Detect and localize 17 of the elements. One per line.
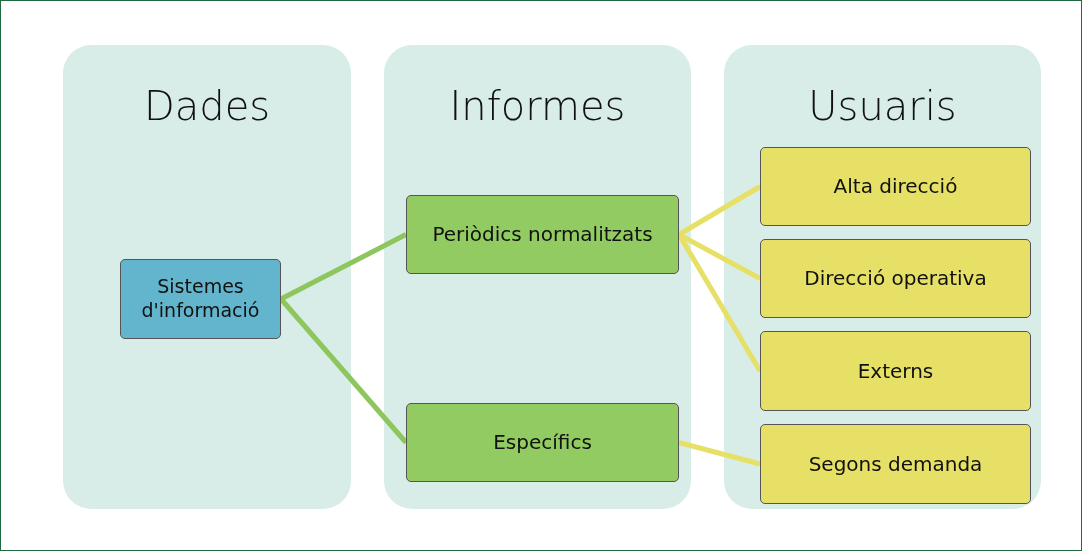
connector-line (279, 232, 408, 302)
process-box: Alta direcció (760, 147, 1031, 226)
column-panel (63, 45, 351, 509)
column-heading: Informes (448, 83, 627, 129)
process-box: Segons demanda (760, 424, 1031, 504)
column-heading: Usuaris (807, 83, 958, 129)
process-box: Externs (760, 331, 1031, 411)
process-box: Específics (406, 403, 679, 482)
process-box: Sistemes d'informació (120, 259, 281, 339)
column-panel (384, 45, 691, 509)
connector-line (678, 440, 761, 467)
column-heading: Dades (142, 83, 272, 129)
process-box: Direcció operativa (760, 239, 1031, 318)
process-box: Periòdics normalitzats (406, 195, 679, 274)
connector-line (677, 184, 762, 237)
column-panel (724, 45, 1041, 509)
connector-line (279, 297, 408, 445)
